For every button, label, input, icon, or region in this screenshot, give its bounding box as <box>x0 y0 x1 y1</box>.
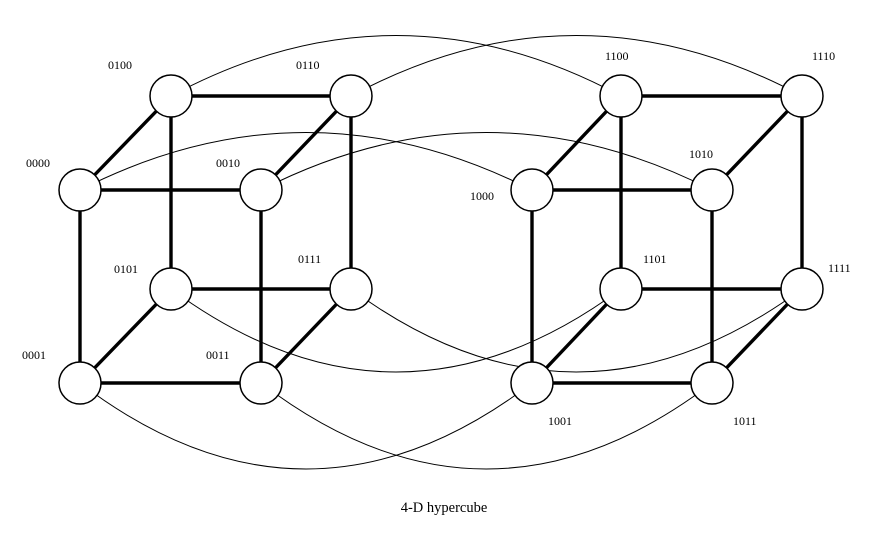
edge-0000-0100 <box>78 94 173 192</box>
dimension-links <box>79 35 803 470</box>
cube-edges <box>78 94 804 385</box>
link-0000-1000 <box>79 132 533 191</box>
node-1010 <box>690 168 734 212</box>
node-label-1000: 1000 <box>470 189 494 203</box>
node-1100 <box>599 74 643 118</box>
node-0111 <box>329 267 373 311</box>
node-label-1111: 1111 <box>828 261 851 275</box>
node-label-0000: 0000 <box>26 156 50 170</box>
node-1110 <box>780 74 824 118</box>
node-label-1010: 1010 <box>689 147 713 161</box>
node-0001 <box>58 361 102 405</box>
node-label-0101: 0101 <box>114 262 138 276</box>
node-1011 <box>690 361 734 405</box>
link-0011-1011 <box>260 382 713 470</box>
node-label-1101: 1101 <box>643 252 667 266</box>
node-label-1100: 1100 <box>605 49 629 63</box>
link-0100-1100 <box>170 35 622 97</box>
link-0101-1101 <box>170 288 622 373</box>
node-0101 <box>149 267 193 311</box>
node-label-1110: 1110 <box>812 49 835 63</box>
node-0100 <box>149 74 193 118</box>
node-0011 <box>239 361 283 405</box>
link-0010-1010 <box>260 132 713 191</box>
node-label-0001: 0001 <box>22 348 46 362</box>
node-0010 <box>239 168 283 212</box>
node-label-0110: 0110 <box>296 58 320 72</box>
link-0111-1111 <box>350 288 803 373</box>
node-label-1011: 1011 <box>733 414 757 428</box>
nodes <box>58 74 824 405</box>
node-1111 <box>780 267 824 311</box>
node-labels: 0000 0001 0010 0011 0100 0101 0110 0111 1000 1001… <box>22 49 851 428</box>
node-label-0111: 0111 <box>298 252 321 266</box>
node-1000 <box>510 168 554 212</box>
diagram-caption: 4-D hypercube <box>400 500 488 516</box>
node-label-1001: 1001 <box>548 414 572 428</box>
node-label-0010: 0010 <box>216 156 240 170</box>
node-0110 <box>329 74 373 118</box>
node-label-0011: 0011 <box>206 348 230 362</box>
node-label-0100: 0100 <box>108 58 132 72</box>
node-0000 <box>58 168 102 212</box>
link-0110-1110 <box>350 35 803 97</box>
link-0001-1001 <box>79 382 533 470</box>
edge-0001-0101 <box>78 287 173 385</box>
node-1001 <box>510 361 554 405</box>
node-1101 <box>599 267 643 311</box>
